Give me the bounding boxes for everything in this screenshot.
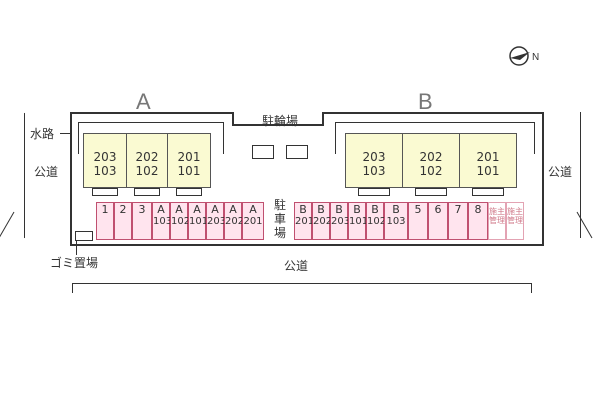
parking-slot-owner-managed: 施主管理: [488, 202, 506, 240]
parking-slot: 2: [114, 202, 132, 240]
parking-slot: 7: [448, 202, 468, 240]
public-road-left: 公道: [34, 165, 59, 179]
building-b-unit-203: 203 103: [345, 133, 403, 188]
parking-label: 駐 車 場: [274, 198, 287, 240]
public-road-bottom: 公道: [284, 259, 309, 273]
parking-slot: 3: [132, 202, 152, 240]
bicycle-parking-box: [252, 145, 274, 159]
unit-upper: 202: [135, 150, 159, 164]
parking-slot: 1: [96, 202, 114, 240]
bottom-road-line: [72, 283, 532, 284]
unit-lower: 102: [135, 164, 159, 178]
bicycle-parking-box: [286, 145, 308, 159]
unit-lower: 103: [93, 164, 117, 178]
building-b-unit-201: 201 101: [459, 133, 517, 188]
building-a-unit-202: 202 102: [126, 133, 168, 188]
bicycle-parking-label: 駐輪場: [262, 114, 299, 128]
unit-upper: 202: [419, 150, 443, 164]
unit-lower: 102: [419, 164, 443, 178]
unit-upper: 203: [93, 150, 117, 164]
garbage-area: [75, 231, 93, 241]
building-a-letter: A: [136, 89, 151, 114]
waterway-label: 水路: [30, 127, 55, 141]
public-road-right: 公道: [548, 165, 573, 179]
unit-lower: 101: [177, 164, 201, 178]
unit-upper: 201: [476, 150, 500, 164]
building-b-outline: [335, 122, 535, 154]
building-b-unit-202: 202 102: [402, 133, 460, 188]
right-road-line: [576, 211, 593, 239]
unit-upper: 201: [177, 150, 201, 164]
parking-slot: 5: [408, 202, 428, 240]
unit-lower: 103: [362, 164, 386, 178]
building-a-unit-201: 201 101: [167, 133, 211, 188]
unit-upper: 203: [362, 150, 386, 164]
building-b-letter: B: [418, 89, 433, 114]
building-a-unit-203: 203 103: [83, 133, 127, 188]
left-road-line: [0, 211, 15, 239]
svg-text:N: N: [532, 52, 539, 63]
compass-icon: N: [508, 44, 542, 68]
unit-lower: 101: [476, 164, 500, 178]
parking-slot: 6: [428, 202, 448, 240]
parking-slot-owner-managed: 施主管理: [506, 202, 524, 240]
building-a-outline: [78, 122, 224, 154]
parking-slot: 8: [468, 202, 488, 240]
garbage-label: ゴミ置場: [50, 256, 99, 270]
